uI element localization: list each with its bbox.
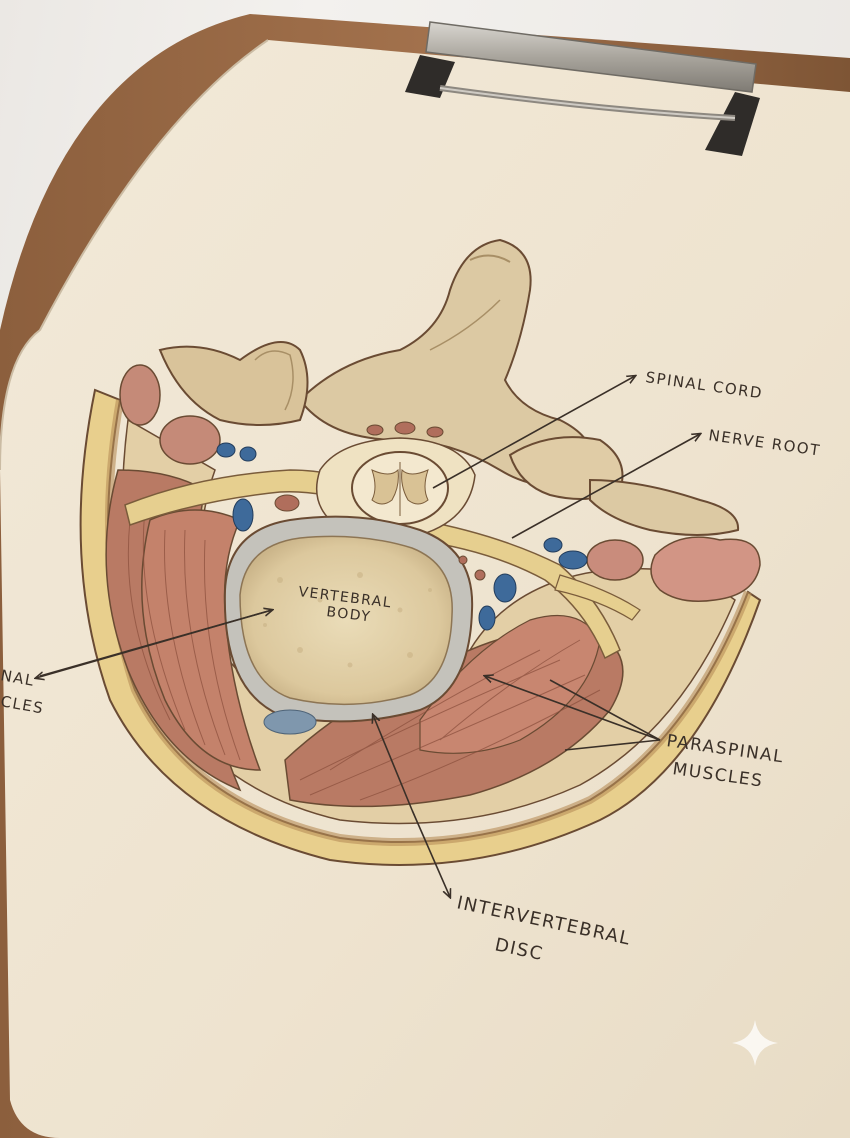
arrow-spinal-cord <box>432 376 635 489</box>
fat-lump-right <box>650 536 761 602</box>
transverse-process-right-tip <box>589 478 740 536</box>
fat-lump-mid-right <box>586 539 644 581</box>
label-vertebral-body-2: BODY <box>326 604 373 625</box>
sparkle-icon <box>732 1020 778 1066</box>
vertebra-illustration <box>79 238 762 866</box>
arrow-paraspinal-2 <box>549 679 661 741</box>
fat-lump-left <box>159 415 221 465</box>
transverse-process-left <box>158 341 309 426</box>
spinous-process <box>298 238 593 486</box>
nerve-root-right-branch <box>554 574 641 621</box>
arrow-paraspinal-1 <box>485 676 661 741</box>
blood-vessels <box>216 421 588 735</box>
paper-edge-shadow <box>0 39 269 471</box>
binder-clip <box>405 21 760 156</box>
leader-arrows <box>36 376 700 897</box>
arrow-paraspinal-3 <box>564 739 661 751</box>
label-left-partial-1: NAL <box>0 666 36 690</box>
arrow-disc-down <box>411 809 450 897</box>
fat-lump-left-upper <box>119 364 161 426</box>
arrow-disc-up <box>373 715 413 811</box>
spinal-cord <box>351 451 449 525</box>
arrow-left-start <box>36 609 273 678</box>
arrow-nerve-root <box>511 434 700 539</box>
vertebral-body <box>223 515 474 723</box>
